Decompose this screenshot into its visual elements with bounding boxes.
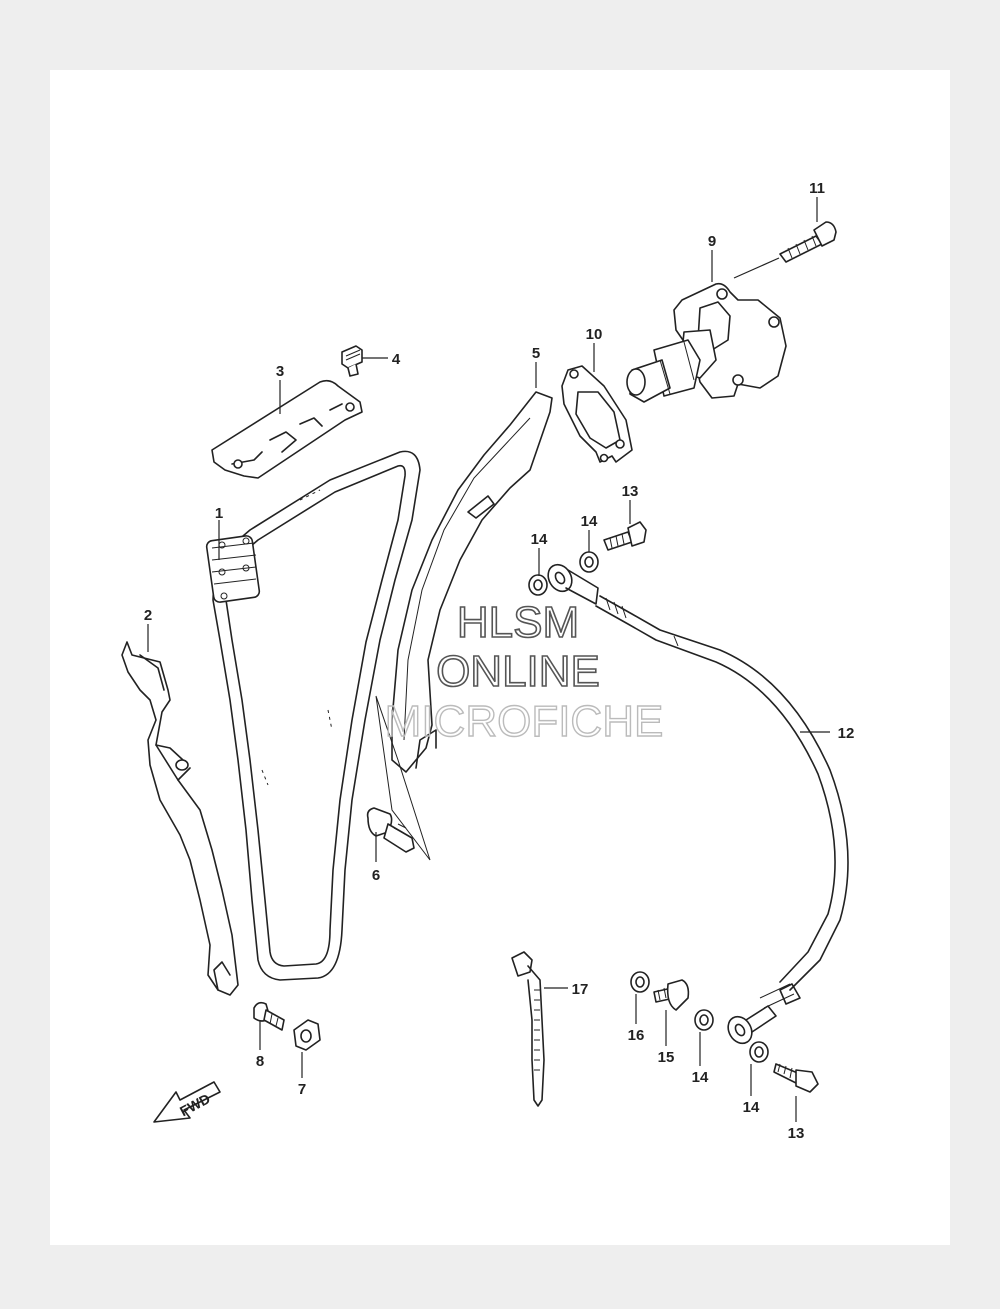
part-16-washer (630, 971, 650, 993)
washer-14-upper-left (528, 574, 548, 596)
part-8-screw (253, 1001, 285, 1031)
washer-14-lower-left (694, 1009, 714, 1031)
washer-14-upper-right (579, 551, 599, 573)
part-11-bolt (779, 221, 837, 263)
callout-8: 8 (256, 1053, 264, 1070)
part-2-tensioner-guide (121, 641, 239, 996)
part-4-bolt (341, 345, 363, 377)
watermark-line-1: HLSM (457, 598, 579, 647)
banjo-fitting-lower (727, 1005, 777, 1045)
callout-9: 9 (708, 233, 716, 250)
part-5-chain-guide (391, 391, 553, 773)
guide-bolt-pointer (375, 695, 431, 861)
callout-14-upper-left: 14 (531, 531, 548, 548)
diagram-sheet: FWD 1 2 3 4 5 6 7 8 9 10 1 (50, 70, 950, 1245)
callout-10: 10 (586, 326, 603, 343)
callout-13-upper: 13 (622, 483, 639, 500)
callout-13-lower: 13 (788, 1125, 805, 1142)
part-15-bolt (653, 979, 690, 1011)
leader-lines (147, 197, 830, 1122)
callout-7: 7 (298, 1081, 306, 1098)
parts-diagram: FWD 1 2 3 4 5 6 7 8 9 10 1 (121, 180, 855, 1142)
callout-2: 2 (144, 607, 152, 624)
callout-11: 11 (809, 180, 825, 197)
callout-14-lower-right: 14 (743, 1099, 760, 1116)
callout-6: 6 (372, 867, 380, 884)
part-1-cam-chain (205, 450, 421, 981)
callout-3: 3 (276, 363, 284, 380)
callout-15: 15 (658, 1049, 675, 1066)
part-10-gasket (561, 365, 633, 463)
part-13-bolt-lower (773, 1063, 819, 1093)
callout-14-lower-left: 14 (692, 1069, 709, 1086)
part-6-guide-bolt (366, 807, 415, 853)
part-9-tensioner-adjuster (626, 282, 787, 403)
callout-14-upper-right: 14 (581, 513, 598, 530)
watermark-line-2: ONLINE (436, 647, 600, 696)
part-12-hose (595, 595, 849, 1009)
callout-1: 1 (215, 505, 223, 522)
washer-14-lower-right (749, 1041, 769, 1063)
callout-17: 17 (572, 981, 589, 998)
watermark-line-3: MICROFICHE (385, 697, 664, 746)
callout-5: 5 (532, 345, 540, 362)
banjo-fitting-upper (547, 563, 599, 605)
part-7-nut-plate (293, 1019, 321, 1051)
part-3-chain-guide-upper (211, 379, 363, 479)
fwd-direction-marker: FWD (153, 1081, 221, 1123)
part-13-bolt-upper (603, 521, 647, 551)
watermark: HLSM ONLINE MICROFICHE (384, 597, 664, 747)
callout-16: 16 (628, 1027, 645, 1044)
callout-12: 12 (838, 725, 855, 742)
callout-numbers: 1 2 3 4 5 6 7 8 9 10 11 12 13 13 14 14 1… (144, 180, 855, 1142)
part-17-cable-tie (511, 951, 545, 1107)
callout-4: 4 (392, 351, 401, 368)
